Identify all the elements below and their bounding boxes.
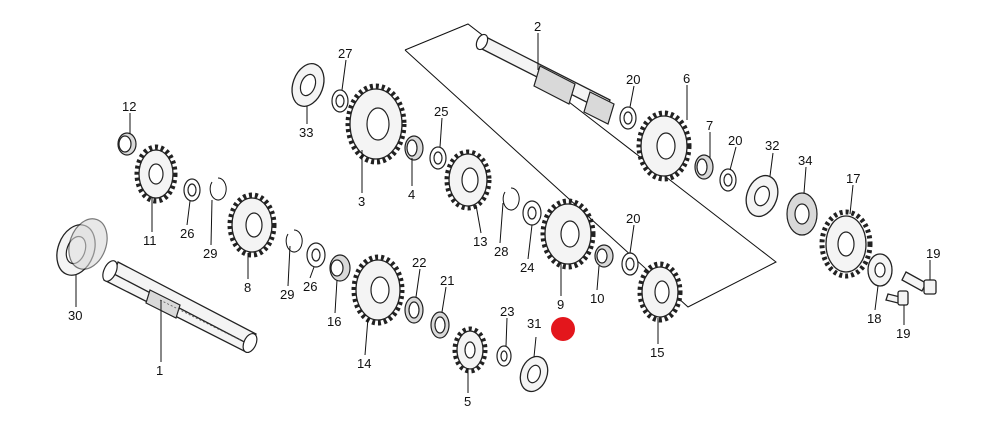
label-part-31: 31 xyxy=(527,316,541,331)
gear-8[interactable] xyxy=(227,192,277,258)
bearing-30[interactable] xyxy=(50,213,114,280)
part-labels: 1 2 3 4 5 6 7 8 9 10 11 12 13 14 15 16 1… xyxy=(68,19,940,409)
label-part-16: 16 xyxy=(327,314,341,329)
label-part-29a: 29 xyxy=(203,246,217,261)
label-part-25: 25 xyxy=(434,104,448,119)
oil-seal-34[interactable] xyxy=(786,192,818,236)
gear-3[interactable] xyxy=(345,83,407,165)
bearing-32[interactable] xyxy=(741,171,784,221)
bushing-4[interactable] xyxy=(404,135,424,161)
label-part-18: 18 xyxy=(867,311,881,326)
label-part-17: 17 xyxy=(846,171,860,186)
washer-24[interactable] xyxy=(522,200,542,226)
bushing-7[interactable] xyxy=(694,154,714,180)
label-part-7: 7 xyxy=(706,118,713,133)
label-part-15: 15 xyxy=(650,345,664,360)
washer-22[interactable] xyxy=(404,296,424,324)
gear-14[interactable] xyxy=(351,254,405,326)
label-part-33: 33 xyxy=(299,125,313,140)
washer-26-mid[interactable] xyxy=(306,242,326,268)
gear-11[interactable] xyxy=(134,144,178,204)
label-part-22: 22 xyxy=(412,255,426,270)
label-part-21: 21 xyxy=(440,273,454,288)
main-shaft[interactable] xyxy=(100,258,260,354)
label-part-28: 28 xyxy=(494,244,508,259)
washer-23[interactable] xyxy=(496,345,512,367)
circlip-29-mid[interactable] xyxy=(285,229,303,253)
label-part-34: 34 xyxy=(798,153,812,168)
label-part-19a: 19 xyxy=(926,246,940,261)
gear-13[interactable] xyxy=(444,149,492,211)
label-part-19b: 19 xyxy=(896,326,910,341)
label-part-27: 27 xyxy=(338,46,352,61)
bolt-19-upper[interactable] xyxy=(901,271,937,295)
washer-21[interactable] xyxy=(430,311,450,339)
label-part-26a: 26 xyxy=(180,226,194,241)
bushing-16[interactable] xyxy=(329,254,351,282)
washer-20-mid[interactable] xyxy=(719,168,737,192)
label-part-8: 8 xyxy=(244,280,251,295)
washer-20-top[interactable] xyxy=(619,106,637,130)
label-part-32: 32 xyxy=(765,138,779,153)
countershaft[interactable] xyxy=(474,33,615,125)
label-part-26b: 26 xyxy=(303,279,317,294)
label-part-29b: 29 xyxy=(280,287,294,302)
label-part-30: 30 xyxy=(68,308,82,323)
retainer-plate-18[interactable] xyxy=(867,253,893,287)
label-part-11: 11 xyxy=(143,233,157,248)
bearing-33[interactable] xyxy=(286,59,329,111)
label-part-12: 12 xyxy=(122,99,136,114)
label-part-10: 10 xyxy=(590,291,604,306)
bolt-19-lower[interactable] xyxy=(885,290,909,306)
label-part-24: 24 xyxy=(520,260,534,275)
label-part-13: 13 xyxy=(473,234,487,249)
label-part-2: 2 xyxy=(534,19,541,34)
bushing-10[interactable] xyxy=(594,244,614,268)
label-part-1: 1 xyxy=(156,363,163,378)
washer-20-lower[interactable] xyxy=(621,252,639,276)
label-part-4: 4 xyxy=(408,187,415,202)
label-part-20b: 20 xyxy=(728,133,742,148)
washer-27[interactable] xyxy=(331,89,349,113)
leader-lines xyxy=(75,33,931,393)
label-part-14: 14 xyxy=(357,356,371,371)
gear-5[interactable] xyxy=(452,326,488,374)
gear-15[interactable] xyxy=(637,261,683,323)
label-part-23: 23 xyxy=(500,304,514,319)
label-part-20a: 20 xyxy=(626,72,640,87)
needle-bearing-12[interactable] xyxy=(117,132,137,156)
label-part-5: 5 xyxy=(464,394,471,409)
label-part-9: 9 xyxy=(557,297,564,312)
red-dot-marker[interactable] xyxy=(551,317,575,341)
washer-25[interactable] xyxy=(429,146,447,170)
gear-6[interactable] xyxy=(636,110,692,182)
gear-9[interactable] xyxy=(540,198,596,270)
circlip-29-left[interactable] xyxy=(209,177,227,201)
washer-26-left[interactable] xyxy=(183,178,201,202)
label-part-20c: 20 xyxy=(626,211,640,226)
bearing-31[interactable] xyxy=(516,353,553,396)
circlip-28[interactable] xyxy=(502,187,520,211)
label-part-6: 6 xyxy=(683,71,690,86)
drive-sprocket-17[interactable] xyxy=(819,209,873,279)
label-part-3: 3 xyxy=(358,194,365,209)
